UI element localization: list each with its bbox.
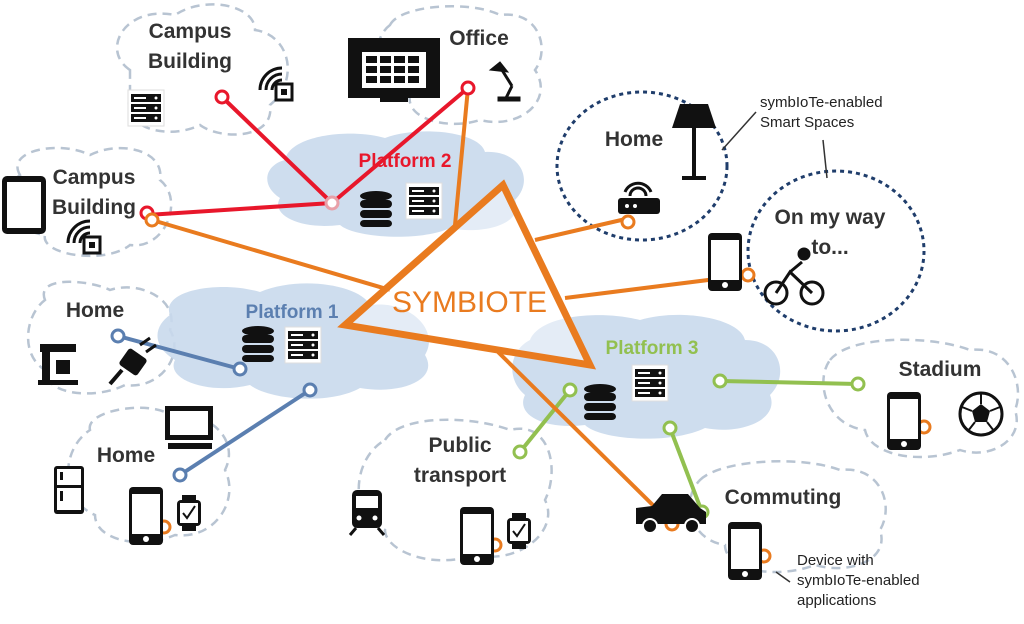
on-my-way-smartphone-icon [708,233,742,291]
cloud-stadium [822,338,1020,459]
smart-space-on-my-way [746,169,926,333]
home-2-smartphone-icon [129,487,163,545]
bicycle-icon [763,247,825,306]
tv-icon [348,38,440,102]
desk-lamp-icon [488,61,521,102]
smart-spaces-callout-2 [822,139,828,179]
stadium-smartphone-icon [887,392,921,450]
commuting-smartphone-icon [728,522,762,580]
platform-3-server-icon [631,364,669,402]
tablet-icon [2,176,46,234]
platform-1-links [117,334,312,477]
platform-2-server-icon [405,182,443,220]
platform-3-label: Platform 3 [606,338,699,359]
platform-2-label: Platform 2 [359,151,452,172]
coffee-machine-icon [38,344,78,385]
space-label-stadium: Stadium [899,358,982,381]
space-label-home-2: Home [97,444,155,467]
plug-icon [108,336,157,386]
soccer-ball-icon [958,391,1004,437]
transport-smartwatch-icon [506,512,532,550]
tram-icon [348,490,386,536]
home-2-smartwatch-icon [176,494,202,532]
space-label-home-1: Home [66,299,124,322]
platform-2-links [146,86,470,217]
platform-1-label: Platform 1 [246,302,339,323]
space-label-commuting: Commuting [725,486,842,509]
symbiote-triangle: SYMBIOTE [337,179,597,370]
transport-smartphone-icon [460,507,494,565]
platform-3-links [518,379,859,513]
cloud-campus-1 [115,3,289,136]
router-icon [618,181,660,214]
smart-space-home [555,90,729,242]
campus-2-wireless-icon [66,219,102,255]
smart-space-circles [555,90,926,333]
space-label-home-smart: Home [605,128,663,151]
floor-lamp-icon [672,104,716,180]
car-icon [636,494,706,534]
space-label-office: Office [449,27,509,50]
monitor-icon [165,406,213,449]
campus-1-server-icon [127,89,165,127]
platform-1-server-icon [284,326,322,364]
device-callout [775,571,791,583]
smart-spaces-callout-1 [721,111,757,151]
symbiote-label: SYMBIOTE [392,286,547,319]
fridge-icon [54,466,84,514]
cloud-commuting [688,460,887,574]
